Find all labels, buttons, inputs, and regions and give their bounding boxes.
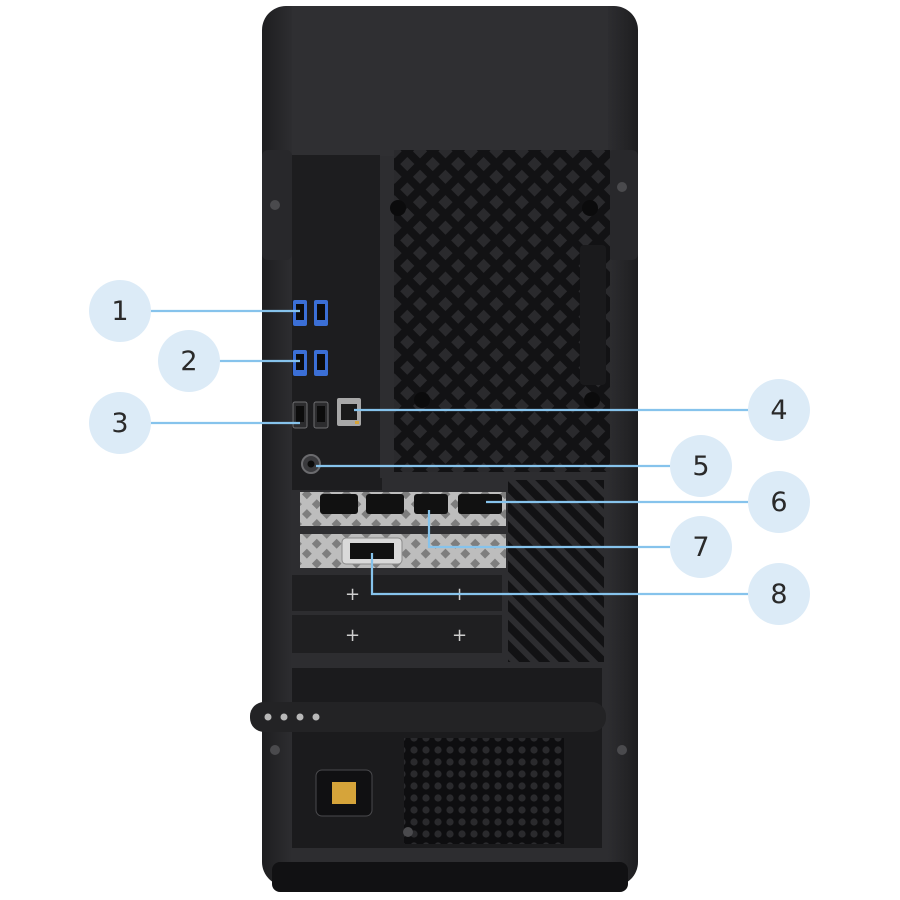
- ethernet-port: [337, 398, 361, 426]
- screw-icon: [270, 200, 280, 210]
- vent-grille: [394, 150, 610, 472]
- strap-dots: [264, 713, 320, 721]
- callout-2: 2: [158, 330, 220, 392]
- callout-label-3: 3: [111, 407, 129, 439]
- callout-label-4: 4: [770, 394, 788, 426]
- usb-ports: [292, 300, 329, 429]
- callout-label-7: 7: [692, 531, 710, 563]
- callout-label-6: 6: [770, 486, 788, 518]
- callout-3: 3: [89, 392, 151, 454]
- lower-vent: [508, 480, 604, 662]
- leader-line-8: [370, 553, 748, 596]
- dvi-port: [341, 537, 403, 565]
- fan-screw-icon: [414, 392, 430, 408]
- psu-screw-icon: [403, 827, 413, 837]
- leader-lines: [150, 309, 748, 596]
- leader-line-7: [427, 510, 670, 549]
- gpu-display-ports: [320, 494, 502, 514]
- psu-fan-grille: [404, 738, 564, 844]
- screw-icon: [617, 182, 627, 192]
- callout-label-1: 1: [111, 295, 129, 327]
- power-socket: [315, 769, 373, 817]
- strap-bar: [250, 702, 606, 732]
- fan-screw-icon: [390, 200, 406, 216]
- callout-label-2: 2: [180, 345, 198, 377]
- case-top-panel: [292, 6, 608, 156]
- fan-screw-icon: [582, 200, 598, 216]
- audio-jack: [301, 454, 321, 474]
- svg-text:+: +: [345, 625, 360, 646]
- callout-4: 4: [748, 379, 810, 441]
- vent-side-slot: [580, 245, 606, 385]
- fan-screw-icon: [584, 392, 600, 408]
- svg-text:+: +: [452, 625, 467, 646]
- expansion-slot-cover: [292, 615, 502, 653]
- screw-icon: [270, 745, 280, 755]
- right-rail: [608, 150, 638, 260]
- callout-label-5: 5: [692, 450, 710, 482]
- callout-1: 1: [89, 280, 151, 342]
- callout-8: 8: [748, 563, 810, 625]
- callout-label-8: 8: [770, 578, 788, 610]
- dvi-bracket: [300, 534, 506, 568]
- callout-6: 6: [748, 471, 810, 533]
- callout-7: 7: [670, 516, 732, 578]
- screw-icon: [617, 745, 627, 755]
- case-foot: [272, 862, 628, 892]
- svg-text:+: +: [345, 584, 360, 605]
- io-panel-notch: [292, 478, 382, 490]
- callout-5: 5: [670, 435, 732, 497]
- io-panel: [292, 155, 380, 478]
